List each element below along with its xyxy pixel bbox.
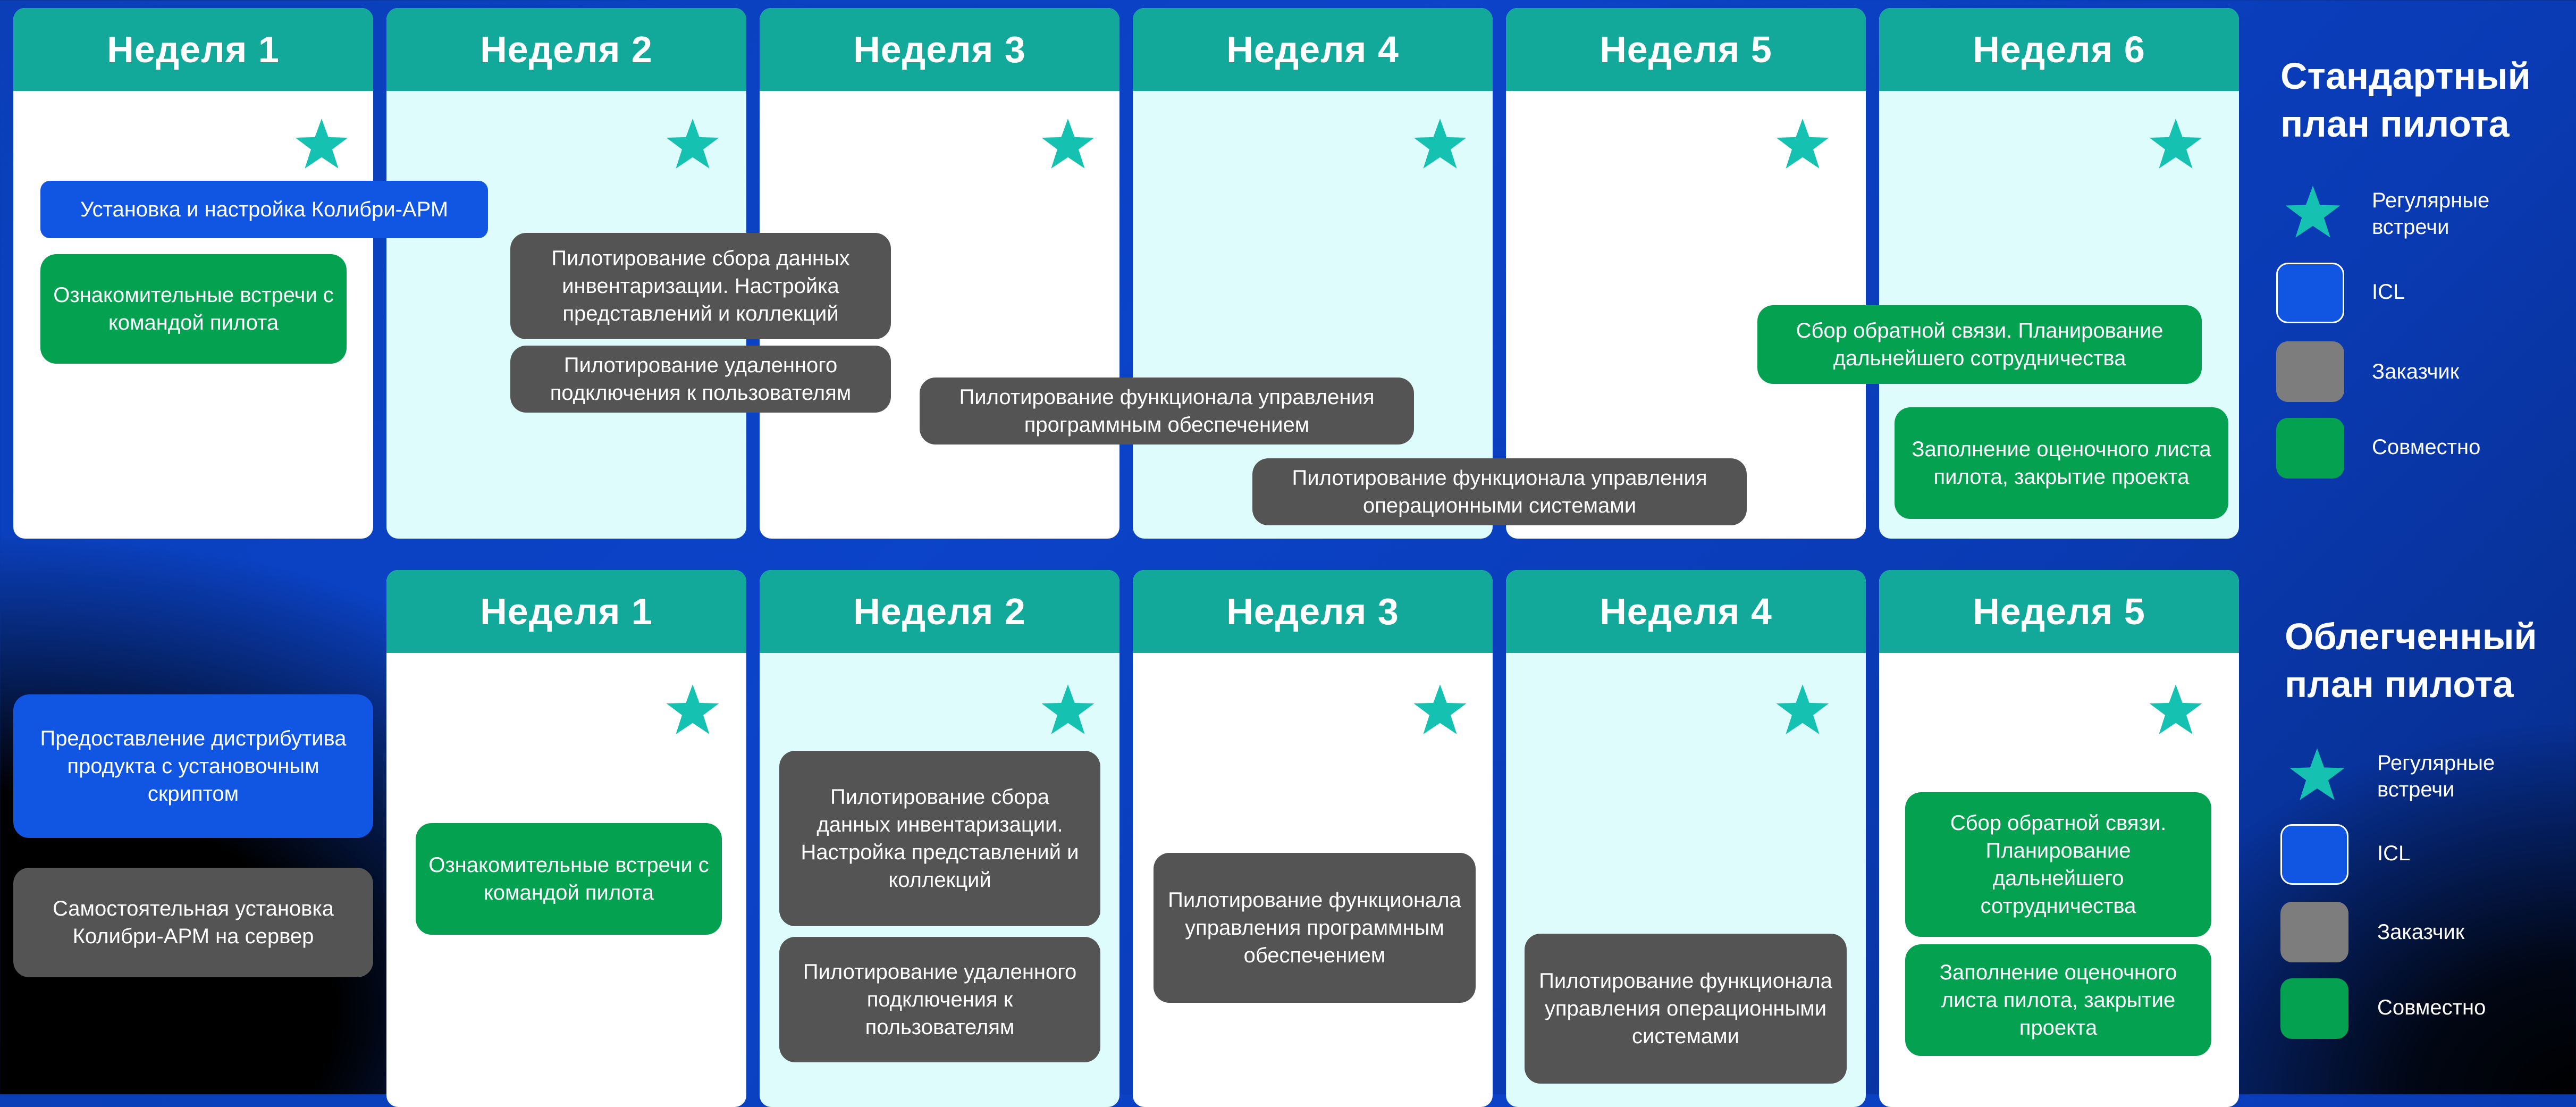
task-card-feedback: Сбор обратной связи. Планирование дальне… xyxy=(1757,305,2202,384)
task-card-os: Пилотирование функционала управления опе… xyxy=(1525,934,1847,1084)
star-icon xyxy=(1041,119,1095,169)
week-header: Неделя 1 xyxy=(13,8,373,91)
legend-text: Регулярные встречи xyxy=(2372,189,2490,239)
task-card-intro-meetings: Ознакомительные встречи с командой пилот… xyxy=(416,823,722,935)
week-header: Неделя 3 xyxy=(1133,570,1493,653)
task-card-remote: Пилотирование удаленного подключения к п… xyxy=(779,937,1100,1062)
star-icon xyxy=(1413,684,1467,734)
legend-title-line: план пилота xyxy=(2280,103,2510,145)
task-card-intro-meetings: Ознакомительные встречи с командой пилот… xyxy=(40,254,347,364)
week-header: Неделя 5 xyxy=(1506,8,1866,91)
star-icon xyxy=(666,684,719,734)
task-card-software: Пилотирование функционала управления про… xyxy=(920,378,1414,445)
task-card-install: Установка и настройка Колибри-АРМ xyxy=(40,181,488,238)
legend-swatch-joint xyxy=(2280,978,2348,1039)
week-header: Неделя 4 xyxy=(1506,570,1866,653)
standard-week-5-column: Неделя 5 xyxy=(1506,8,1866,539)
task-card-evaluation: Заполнение оценочного листа пилота, закр… xyxy=(1895,407,2228,519)
task-card-evaluation: Заполнение оценочного листа пилота, закр… xyxy=(1905,944,2211,1056)
legend-title-line: план пилота xyxy=(2285,664,2514,705)
star-icon xyxy=(295,119,348,169)
week-header: Неделя 2 xyxy=(760,570,1119,653)
star-icon xyxy=(2149,684,2202,734)
star-icon xyxy=(1413,119,1467,169)
legend-label-icl: ICL xyxy=(2377,842,2411,865)
week-header: Неделя 2 xyxy=(386,8,746,91)
star-icon xyxy=(1776,684,1829,734)
standard-week-4-column: Неделя 4 xyxy=(1133,8,1493,539)
star-icon xyxy=(2285,186,2341,238)
legend-swatch-customer xyxy=(2276,341,2344,402)
star-icon xyxy=(2149,119,2202,169)
legend-swatch-customer xyxy=(2280,902,2348,962)
legend-label-customer: Заказчик xyxy=(2372,360,2460,383)
week-header: Неделя 6 xyxy=(1879,8,2239,91)
task-card-inventory: Пилотирование сбора данных инвентаризаци… xyxy=(510,233,891,339)
star-icon xyxy=(666,119,719,169)
task-card-os: Пилотирование функционала управления опе… xyxy=(1252,458,1747,525)
standard-week-3-column: Неделя 3 xyxy=(760,8,1119,539)
legend-title-line: Стандартный xyxy=(2280,55,2531,97)
legend-title-line: Облегченный xyxy=(2285,616,2537,657)
legend-label-meetings: Регулярные встречи xyxy=(2372,187,2531,240)
legend-swatch-icl xyxy=(2280,824,2348,885)
light-week-3-column: Неделя 3 xyxy=(1133,570,1493,1107)
week-header: Неделя 4 xyxy=(1133,8,1493,91)
star-icon xyxy=(1776,119,1829,169)
legend-swatch-joint xyxy=(2276,418,2344,479)
task-card-remote: Пилотирование удаленного подключения к п… xyxy=(510,346,891,413)
week-header: Неделя 1 xyxy=(386,570,746,653)
star-icon xyxy=(1041,684,1095,734)
task-card-self-install: Самостоятельная установка Колибри-АРМ на… xyxy=(13,868,373,977)
week-header: Неделя 3 xyxy=(760,8,1119,91)
legend-swatch-icl xyxy=(2276,263,2344,323)
legend-label-customer: Заказчик xyxy=(2377,920,2465,944)
task-card-software: Пилотирование функционала управления про… xyxy=(1154,853,1476,1003)
legend-label-meetings: Регулярные встречи xyxy=(2377,750,2537,803)
legend-text: Регулярные встречи xyxy=(2377,751,2495,801)
legend-label-joint: Совместно xyxy=(2377,996,2486,1019)
task-card-distribution: Предоставление дистрибутива продукта с у… xyxy=(13,694,373,838)
week-header: Неделя 5 xyxy=(1879,570,2239,653)
legend-label-joint: Совместно xyxy=(2372,435,2481,459)
task-card-inventory: Пилотирование сбора данных инвентаризаци… xyxy=(779,751,1100,926)
legend-label-icl: ICL xyxy=(2372,280,2405,304)
star-icon xyxy=(2289,748,2345,800)
task-card-feedback: Сбор обратной связи. Планирование дальне… xyxy=(1905,792,2211,937)
